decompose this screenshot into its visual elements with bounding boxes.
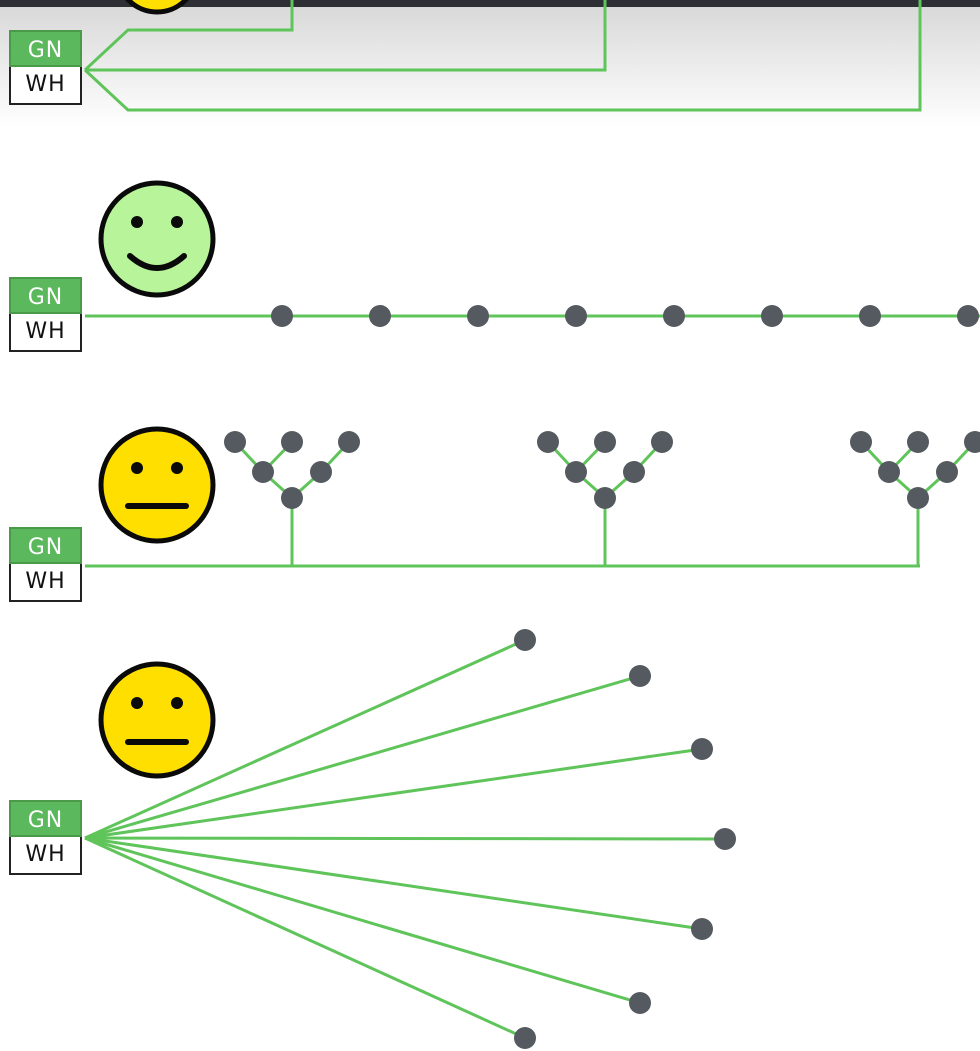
row-daisy-chain — [85, 180, 980, 327]
face-happy-icon — [98, 180, 216, 298]
tree-branch — [537, 431, 673, 566]
chain-node — [859, 305, 881, 327]
spoke-node — [714, 828, 736, 850]
spoke-node — [629, 992, 651, 1014]
terminal-wh-label: WH — [9, 564, 82, 602]
spoke-wire — [84, 674, 641, 840]
spoke-node — [691, 918, 713, 940]
radial-spoke — [84, 629, 536, 840]
tree-node — [623, 461, 645, 483]
tree-node — [310, 461, 332, 483]
tree-branches — [224, 431, 980, 566]
row-radial — [84, 629, 736, 1049]
tree-node — [281, 487, 303, 509]
face-neutral-icon — [98, 426, 216, 544]
tree-branch — [850, 431, 980, 566]
wire-star-3 — [83, 0, 922, 112]
face-neutral-icon — [98, 661, 216, 779]
spoke-wire — [84, 638, 526, 840]
spoke-wire — [84, 836, 526, 1040]
row-tree — [85, 426, 980, 568]
tree-node — [281, 431, 303, 453]
tree-node — [224, 431, 246, 453]
tree-node — [565, 461, 587, 483]
tree-node — [907, 431, 929, 453]
terminal-wh-label: WH — [9, 837, 82, 875]
terminal-block-4: GN WH — [9, 800, 82, 875]
tree-node — [878, 461, 900, 483]
terminal-block-2: GN WH — [9, 277, 82, 352]
tree-node — [936, 461, 958, 483]
terminal-block-3: GN WH — [9, 527, 82, 602]
terminal-gn-label: GN — [9, 527, 82, 564]
wire-star-2 — [85, 0, 607, 72]
radial-spoke — [84, 836, 713, 940]
chain-node — [663, 305, 685, 327]
wire-star-1 — [83, 0, 294, 72]
chain-node — [957, 305, 979, 327]
radial-spokes — [84, 629, 736, 1049]
radial-spoke — [84, 836, 651, 1014]
terminal-wh-label: WH — [9, 67, 82, 105]
spoke-wire — [84, 836, 726, 841]
chain-node — [761, 305, 783, 327]
chain-node — [565, 305, 587, 327]
tree-node — [850, 431, 872, 453]
terminal-gn-label: GN — [9, 800, 82, 837]
terminal-wh-label: WH — [9, 314, 82, 352]
spoke-node — [691, 738, 713, 760]
tree-node — [537, 431, 559, 453]
terminal-gn-label: GN — [9, 30, 82, 67]
spoke-wire — [84, 836, 703, 931]
tree-node — [651, 431, 673, 453]
radial-spoke — [84, 836, 536, 1049]
spoke-node — [629, 665, 651, 687]
spoke-node — [514, 1027, 536, 1049]
radial-spoke — [84, 665, 651, 840]
terminal-block-1: GN WH — [9, 30, 82, 105]
tree-node — [907, 487, 929, 509]
tree-node — [594, 431, 616, 453]
radial-spoke — [84, 738, 713, 840]
top-shade — [0, 7, 980, 127]
spoke-wire — [84, 836, 641, 1005]
radial-spoke — [84, 828, 736, 850]
row-star — [83, 0, 922, 112]
top-bar — [0, 0, 980, 7]
tree-node — [594, 487, 616, 509]
tree-node — [964, 431, 980, 453]
chain-node — [369, 305, 391, 327]
spoke-wire — [84, 747, 703, 840]
spoke-node — [514, 629, 536, 651]
tree-node — [338, 431, 360, 453]
tree-branch — [224, 431, 360, 566]
chain-nodes — [271, 305, 979, 327]
face-partial-icon — [125, 0, 189, 15]
chain-node — [271, 305, 293, 327]
tree-node — [252, 461, 274, 483]
chain-node — [467, 305, 489, 327]
terminal-gn-label: GN — [9, 277, 82, 314]
